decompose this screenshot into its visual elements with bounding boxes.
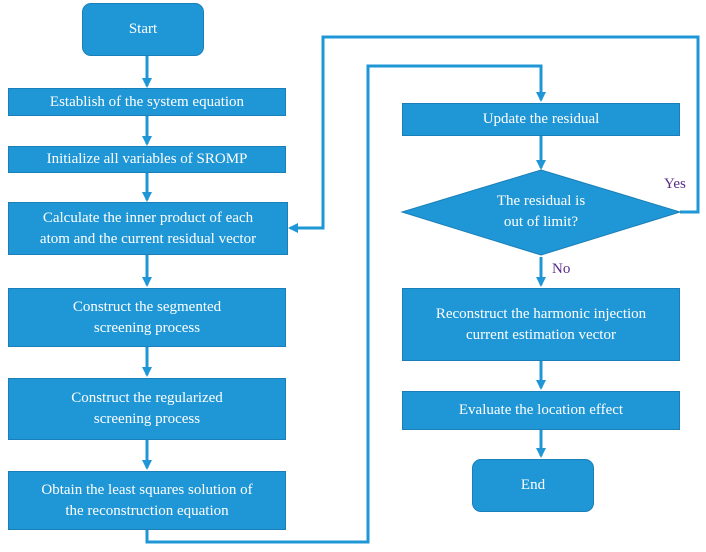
node-decision-line2: out of limit?: [503, 214, 579, 230]
node-least-squares-line1: Obtain the least squares solution of: [41, 481, 253, 498]
node-initialize-label: Initialize all variables of SROMP: [46, 151, 248, 167]
node-evaluate-label: Evaluate the location effect: [458, 402, 624, 418]
node-inner-product: Calculate the inner product of each atom…: [8, 202, 288, 255]
edge-label-yes: Yes: [664, 176, 686, 192]
edge-decision-yes-loop: [288, 35, 700, 233]
node-least-squares: Obtain the least squares solution of the…: [8, 471, 286, 530]
node-establish-label: Establish of the system equation: [49, 93, 245, 110]
node-segmented: Construct the segmented screening proces…: [8, 288, 286, 347]
node-evaluate: Evaluate the location effect: [402, 391, 680, 430]
node-reconstruct-line1: Reconstruct the harmonic injection: [435, 305, 647, 322]
node-regularized-line2: screening process: [93, 411, 201, 427]
node-segmented-line2: screening process: [93, 319, 201, 336]
node-end: End: [472, 459, 594, 512]
node-inner-product-line1: Calculate the inner product of each: [42, 209, 254, 226]
node-update-residual: Update the residual: [402, 103, 680, 136]
node-update-residual-label: Update the residual: [482, 111, 600, 127]
node-regularized-line1: Construct the regularized: [71, 390, 223, 406]
node-reconstruct: Reconstruct the harmonic injection curre…: [402, 288, 680, 361]
node-least-squares-line2: the reconstruction equation: [65, 502, 229, 519]
node-segmented-line1: Construct the segmented: [72, 298, 222, 315]
node-initialize: Initialize all variables of SROMP: [8, 146, 286, 173]
decision-diamond: [400, 169, 682, 256]
node-decision: The residual is out of limit?: [450, 182, 632, 242]
node-inner-product-line2: atom and the current residual vector: [39, 230, 257, 247]
edge-label-no: No: [552, 261, 571, 277]
node-start-label: Start: [128, 21, 158, 37]
node-start: Start: [82, 3, 204, 56]
node-reconstruct-line2: current estimation vector: [466, 326, 616, 343]
node-decision-line1: The residual is: [496, 193, 586, 209]
edge-leastsquares-update: [145, 64, 546, 544]
node-establish: Establish of the system equation: [8, 88, 286, 116]
node-regularized: Construct the regularized screening proc…: [8, 378, 286, 440]
node-end-label: End: [520, 477, 546, 493]
